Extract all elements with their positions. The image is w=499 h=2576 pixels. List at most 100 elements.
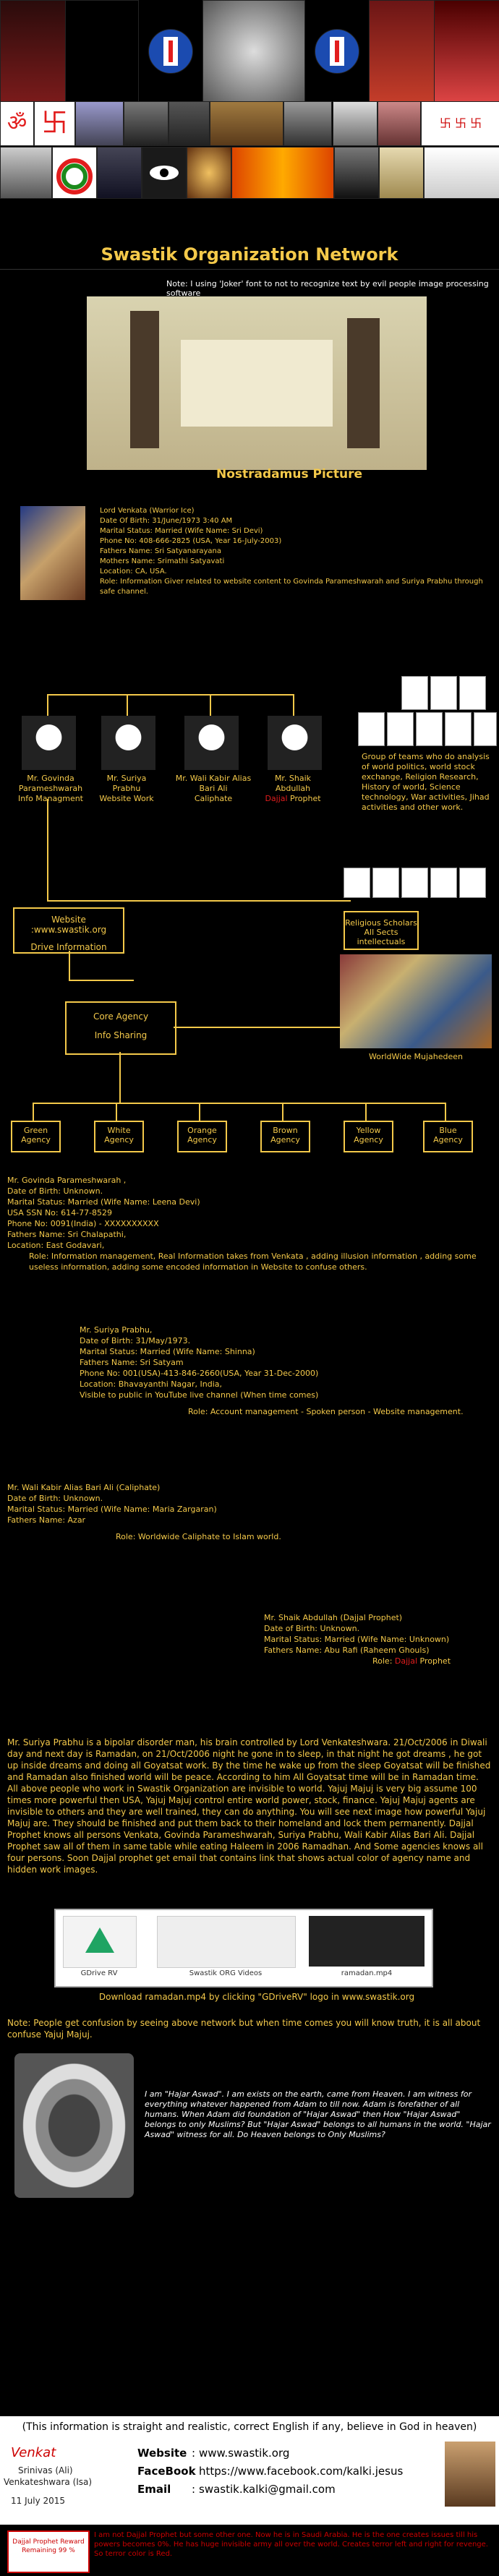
vishnu-image [202,0,305,103]
connector [282,1103,283,1121]
trident-icon [65,0,139,103]
download-text: Download ramadan.mp4 by clicking "GDrive… [98,1992,415,2002]
shaik-role-pre: Role: [372,1656,395,1666]
connector [47,900,351,902]
hajar-aswad-icon [14,2053,134,2198]
shiva-image [424,147,499,199]
ramadan-video-thumbnail[interactable] [309,1916,425,1967]
eye-icon [142,147,187,199]
group-image-1 [401,676,428,710]
connector [119,1052,121,1103]
om-icon: ॐ [0,101,34,146]
lord-line: Fathers Name: Sri Satyanarayana [100,547,221,555]
facebook-colon: : [192,2465,196,2478]
team-name: Mr. Shaik Abdullah [274,774,312,793]
mask-image-4 [268,716,322,770]
agency-line2: Agency [270,1135,300,1144]
email-link[interactable]: swastik.kalki@gmail.com [199,2483,336,2496]
footer: Venkat Srinivas (Ali) Venkateshwara (Isa… [0,2438,499,2576]
wali-role: Role: Worldwide Caliphate to Islam world… [116,1532,281,1541]
group-image-5 [387,712,414,746]
connector [47,799,48,900]
website-box[interactable]: Website :www.swastik.org Drive Informati… [13,907,124,954]
namam-icon-right [315,29,359,74]
date: 11 July 2015 [11,2496,66,2506]
shaik-role: Role: Dajjal Prophet [264,1656,495,1666]
cross-image [333,101,378,146]
team-member-suriya: Mr. Suriya Prabhu Website Work [94,774,159,804]
core-box-line1: Core Agency [93,1011,149,1022]
story-paragraph: Mr. Suriya Prabhu is a bipolar disorder … [7,1737,491,1875]
team-name: Mr. Wali Kabir Alias Bari Ali [175,774,252,793]
wali-info: Mr. Wali Kabir Alias Bari Ali (Caliphate… [7,1482,492,1542]
group-image-7 [445,712,472,746]
bottom-band: Dajjal Prophet Reward Remaining 99 % I a… [0,2525,499,2576]
suriya-line: Visible to public in YouTube live channe… [80,1390,319,1400]
gdrive-label: GDrive RV [80,1969,118,1977]
website-link[interactable]: www.swastik.org [199,2447,290,2460]
govinda-line: Marital Status: Married (Wife Name: Leen… [7,1197,200,1207]
lord-line: Date Of Birth: 31/June/1973 3:40 AM [100,517,233,525]
namam-icon-left [148,29,193,74]
agency-line1: Yellow [356,1126,381,1135]
team-member-govinda: Mr. Govinda Parameshwarah Info Managment [7,774,94,804]
connector-top-horizontal [47,694,293,696]
group-image-8 [474,712,497,746]
krishna-image [434,0,499,103]
lord-line: Role: Information Giver related to websi… [100,578,483,596]
team-name: Mr. Suriya Prabhu [106,774,147,793]
mujahedeen-label: WorldWide Mujahedeen [369,1052,463,1061]
agency-line2: Agency [21,1135,51,1144]
lord-line: Lord Venkata (Warrior Ice) [100,507,195,515]
shaik-line: Marital Status: Married (Wife Name: Unkn… [264,1635,450,1644]
connector [33,1103,34,1121]
facebook-link[interactable]: https://www.facebook.com/kalki.jesus [199,2465,404,2478]
nostradamus-image [87,296,427,470]
nostradamus-title: Nostradamus Picture [216,467,362,482]
lord-line: Marital Status: Married (Wife Name: Sri … [100,527,263,535]
lord-info: Lord Venkata (Warrior Ice) Date Of Birth… [100,506,490,597]
wali-line: Date of Birth: Unknown. [7,1494,103,1503]
disclaimer-strip: (This information is straight and realis… [0,2416,499,2438]
group-image-6 [416,712,443,746]
video-icon[interactable] [157,1916,296,1968]
shaik-info: Mr. Shaik Abdullah (Dajjal Prophet) Date… [264,1612,495,1666]
swastik-icon: 卐 [34,101,75,146]
website-label: Website [137,2447,187,2460]
shaik-line: Mr. Shaik Abdullah (Dajjal Prophet) [264,1613,403,1622]
connector [210,694,211,716]
team-name: Mr. Govinda Parameshwarah [18,774,83,793]
lord-venkata-image [20,506,85,600]
religious-box: Religious Scholars All Sects intellectua… [344,911,419,950]
govinda-info: Mr. Govinda Parameshwarah , Date of Birt… [7,1175,492,1272]
shaik-role-post: Prophet [417,1656,451,1666]
agency-line1: Green [23,1126,48,1135]
group-image-2 [430,676,457,710]
signature: Venkat [11,2445,56,2460]
scholar-image-4 [430,868,457,898]
dajjal-label: Dajjal [394,1656,418,1666]
connector [365,1103,367,1121]
wali-line: Mr. Wali Kabir Alias Bari Ali (Caliphate… [7,1483,161,1492]
reward-stamp-text: Dajjal Prophet Reward Remaining 99 % [12,2538,85,2554]
statue-image [283,101,332,146]
religious-box-text: Religious Scholars All Sects intellectua… [345,918,417,946]
team-member-wali: Mr. Wali Kabir Alias Bari Ali Caliphate [174,774,253,804]
temple-image [210,101,283,146]
connector [127,694,128,716]
govinda-line: Fathers Name: Sri Chalapathi, [7,1230,127,1239]
core-box-line2: Info Sharing [94,1030,148,1040]
team-role: Website Work [99,794,154,803]
suriya-line: Phone No: 001(USA)-413-846-2660(USA, Yea… [80,1369,319,1378]
gdrive-icon[interactable] [63,1916,137,1968]
drive-panel: GDrive RV Swastik ORG Videos ramadan.mp4 [54,1909,433,1987]
group-description: Group of teams who do analysis of world … [362,752,490,812]
author-name-2: Venkateshwara (Isa) [4,2477,93,2487]
deity-image [187,147,231,199]
